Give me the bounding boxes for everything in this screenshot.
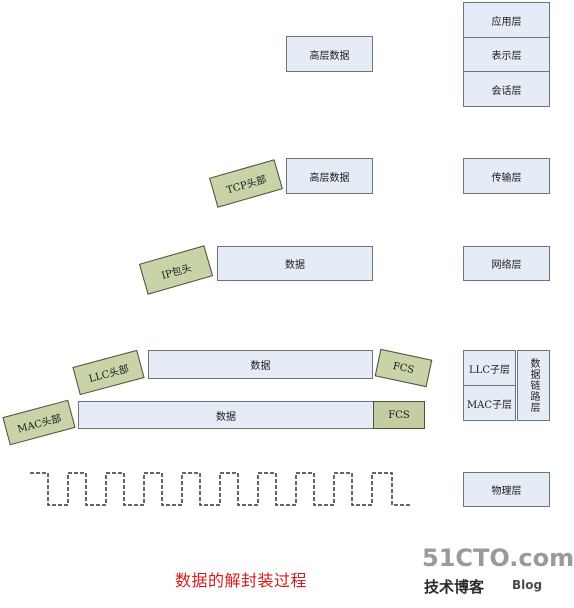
layer-network-label: 网络层 (491, 260, 522, 271)
layer-session-label: 会话层 (491, 85, 522, 97)
tcp-data-box: 高层数据 (286, 158, 373, 194)
layer-transport: 传输层 (463, 158, 550, 194)
llc-data-box: 数据 (148, 350, 373, 379)
watermark-blog: Blog (512, 578, 543, 592)
layer-transport-label: 传输层 (491, 172, 522, 184)
upper-data-label: 高层数据 (309, 50, 350, 62)
mac-data-label: 数据 (216, 411, 236, 423)
square-wave-signal (30, 472, 412, 506)
layer-mac-sublayer: MAC子层 (463, 385, 516, 421)
layer-application: 应用层 (463, 2, 550, 38)
mac-fcs-box: FCS (373, 401, 425, 429)
layer-data-link: 数据链路层 (517, 350, 550, 421)
mac-data-box: 数据 (78, 401, 374, 429)
layer-physical-label: 物理层 (491, 486, 522, 497)
layer-mac-sublayer-label: MAC子层 (466, 399, 513, 411)
layer-session: 会话层 (463, 71, 550, 107)
tcp-data-label: 高层数据 (309, 172, 350, 184)
layer-llc-sublayer-label: LLC子层 (469, 364, 510, 376)
ip-data-box: 数据 (217, 246, 373, 281)
mac-fcs-label: FCS (388, 409, 410, 421)
layer-data-link-label: 数据链路层 (528, 358, 539, 413)
layer-llc-sublayer: LLC子层 (463, 350, 516, 386)
layer-presentation-label: 表示层 (491, 51, 522, 62)
layer-network: 网络层 (463, 246, 550, 281)
watermark-tagline: 技术博客 (424, 578, 485, 596)
ip-data-label: 数据 (285, 260, 305, 271)
layer-application-label: 应用层 (491, 16, 522, 28)
layer-physical: 物理层 (463, 472, 550, 507)
upper-data-box: 高层数据 (286, 36, 373, 72)
watermark-site: 51CTO.com (422, 544, 574, 572)
watermark-logo: 51CTO.com 技术博客 Blog (412, 544, 574, 604)
llc-data-label: 数据 (250, 361, 271, 372)
diagram-caption: 数据的解封装过程 (175, 571, 308, 590)
